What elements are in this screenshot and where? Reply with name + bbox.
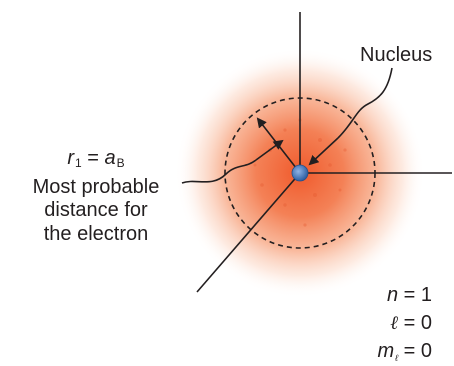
n-symbol: n <box>386 284 399 306</box>
radius-equation: r1 = aB <box>12 147 180 176</box>
nucleus-leader <box>337 67 393 139</box>
quantum-number-n: n = 1 <box>387 284 432 307</box>
nucleus-leader-arrow <box>308 137 339 166</box>
m-value: = 0 <box>403 340 432 362</box>
radius-leader <box>181 159 257 184</box>
l-value: = 0 <box>403 312 432 334</box>
radius-label-block: r1 = aB Most probable distance for the e… <box>12 147 180 246</box>
l-symbol: ℓ <box>390 312 399 334</box>
x-axis <box>196 172 301 293</box>
description-line-1: Most probable <box>32 175 160 198</box>
quantum-number-m: mℓ = 0 <box>377 340 432 363</box>
quantum-number-l: ℓ = 0 <box>390 312 432 335</box>
m-subscript: ℓ <box>395 353 399 363</box>
description-line-2: distance for <box>44 199 148 221</box>
radius-equals: = <box>81 147 105 169</box>
n-value: = 1 <box>403 284 432 306</box>
m-symbol: m <box>377 340 395 362</box>
bohr-subscript: B <box>116 156 125 170</box>
radius-subscript: 1 <box>75 156 82 170</box>
description-line-3: the electron <box>43 222 149 245</box>
radius-leader-arrow <box>255 139 284 161</box>
bohr-symbol: a <box>104 147 116 169</box>
nucleus <box>291 164 309 182</box>
cloud-speckles <box>253 118 347 227</box>
radius-symbol: r <box>67 147 75 169</box>
nucleus-label: Nucleus <box>360 44 433 66</box>
